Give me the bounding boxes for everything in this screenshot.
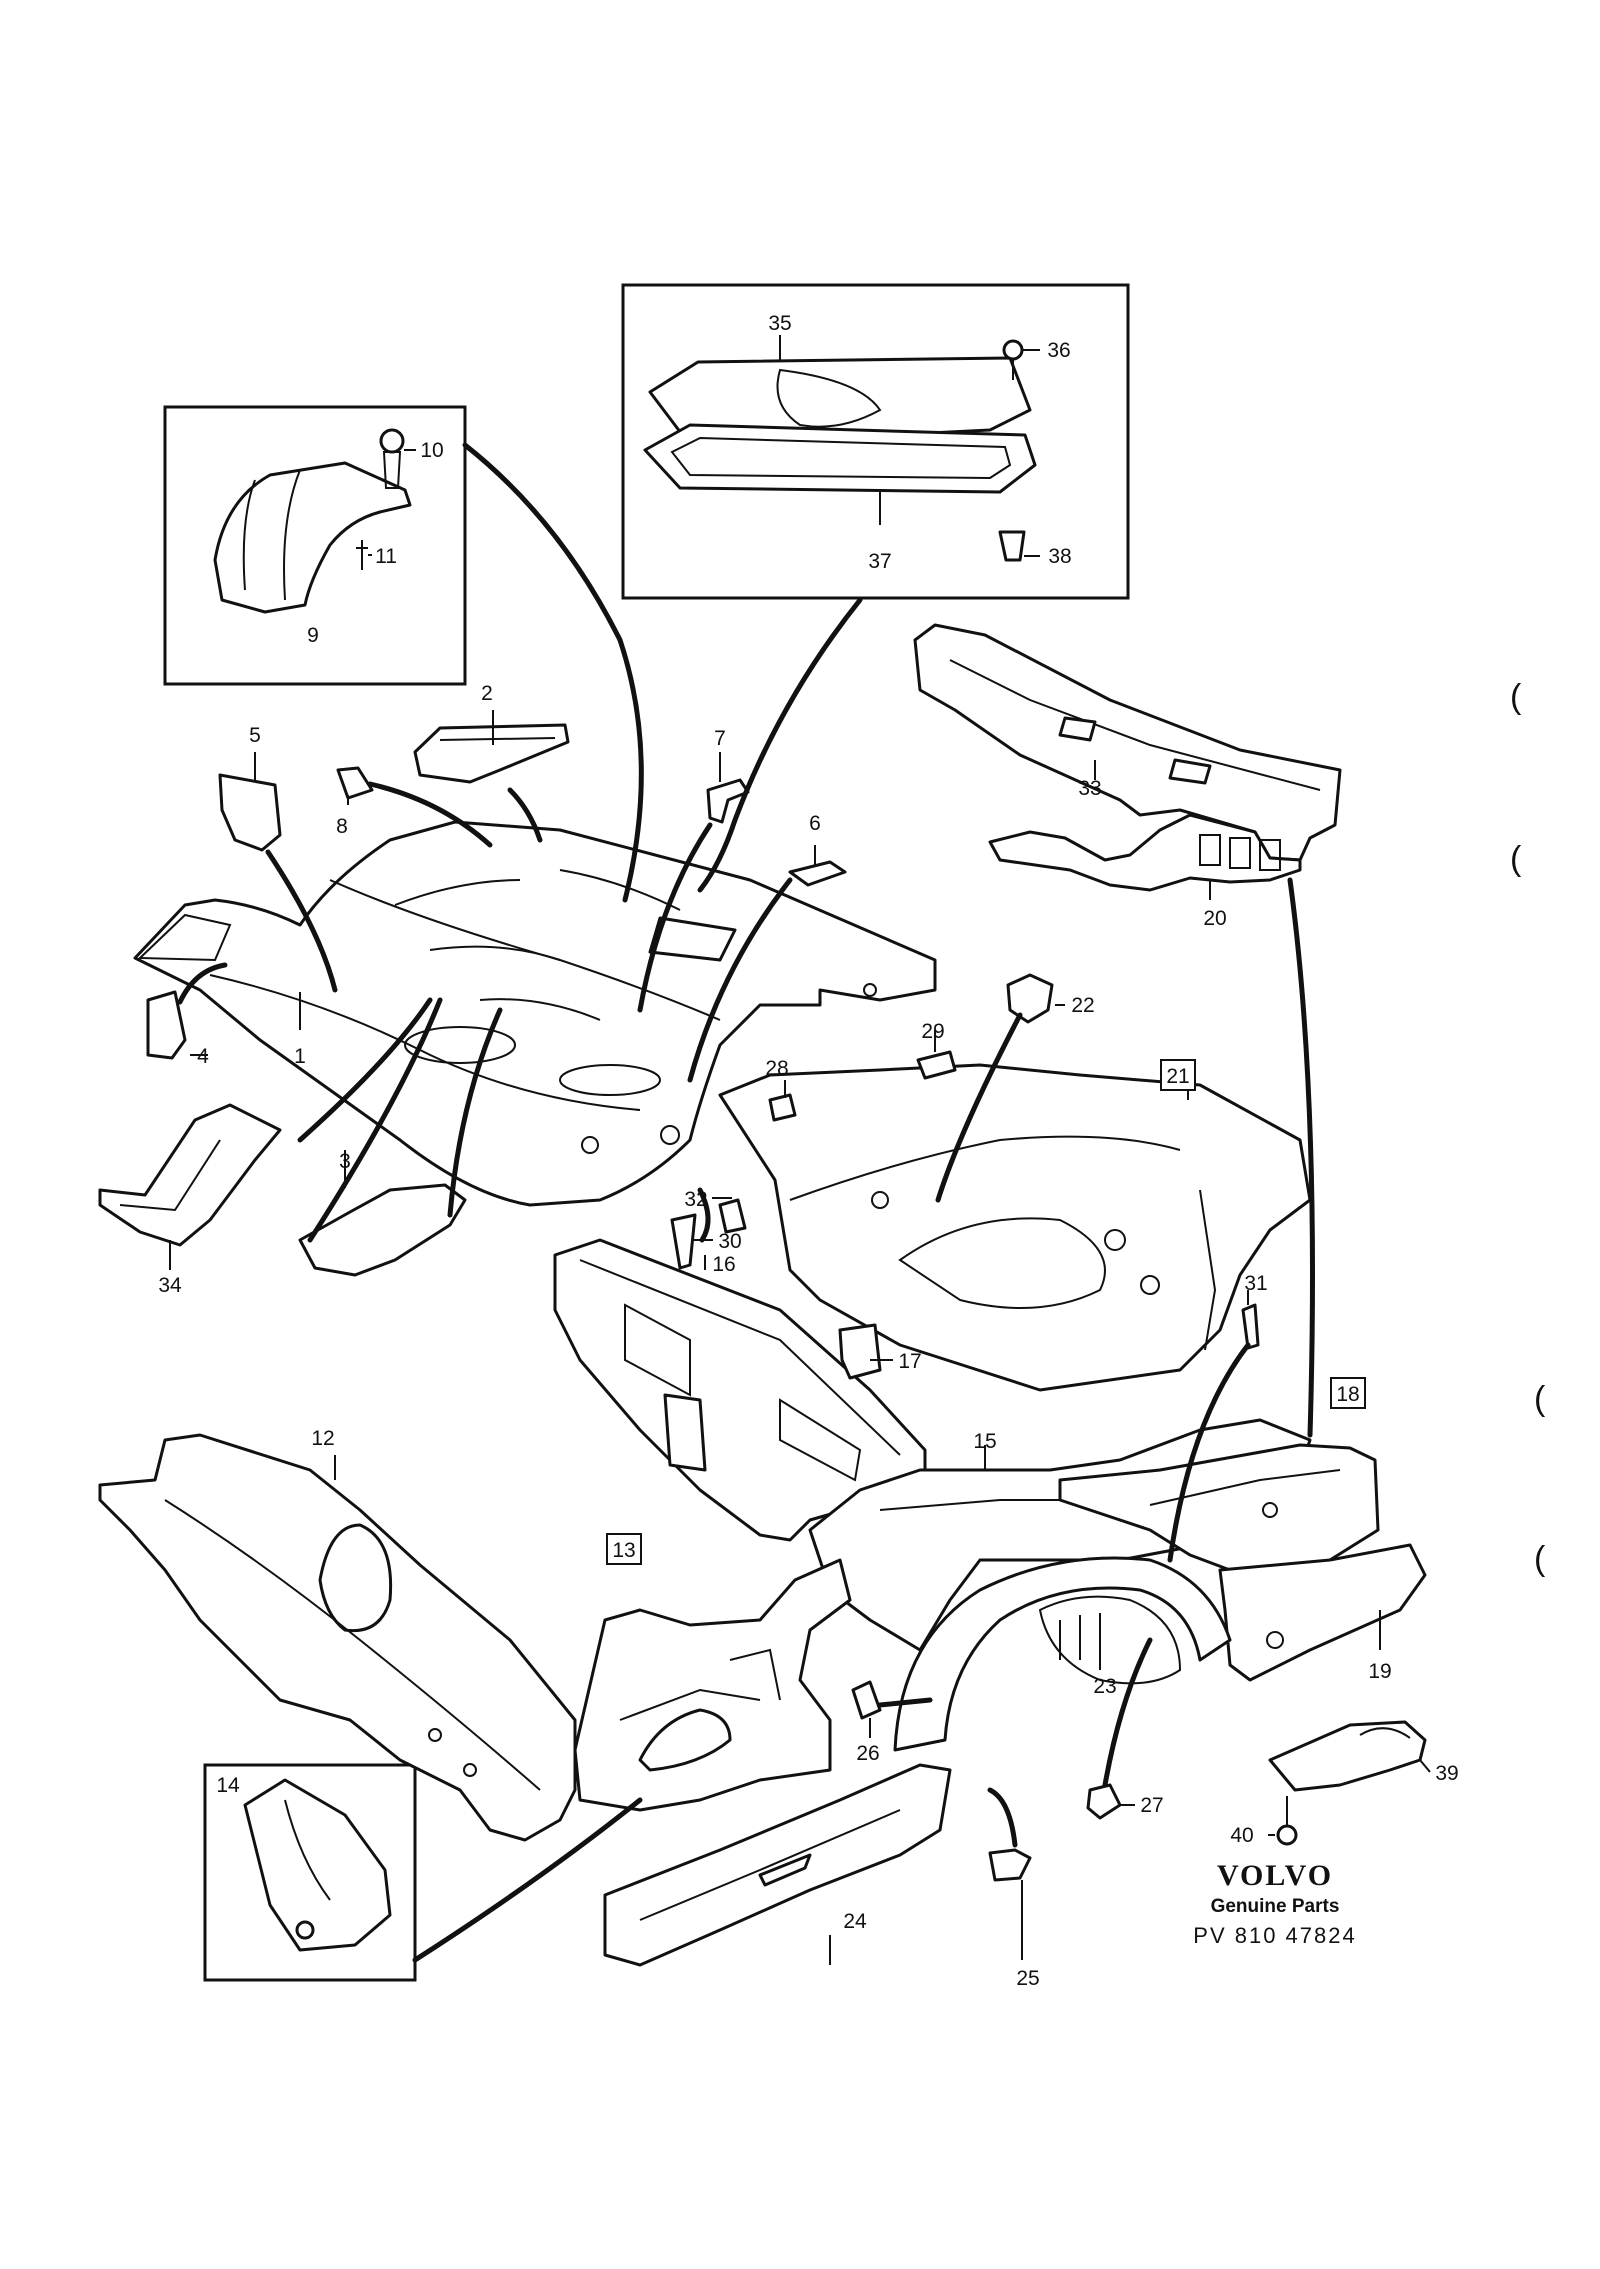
floor-pan-opening: [648, 916, 737, 962]
part-4-bracket: [146, 990, 187, 1060]
part-9-bracket: [213, 461, 412, 614]
callout-26: 26: [856, 1742, 879, 1765]
part-29-clip: [916, 1050, 957, 1080]
callout-6: 6: [809, 812, 821, 835]
part-code: PV 810 47824: [1193, 1923, 1356, 1948]
callout-36: 36: [1047, 339, 1070, 362]
margin-mark: (: [1510, 840, 1522, 878]
margin-marks: ( ( ( (: [1510, 678, 1546, 1578]
callouts: 1 2 3 4 5 6 7 8 9 10 11 12 13 14 15 16 1…: [158, 312, 1458, 1990]
part-8-clip: [336, 766, 374, 800]
part-26-clip: [851, 1680, 882, 1720]
part-3-bracket: [298, 1183, 467, 1277]
part-20-crossmember: [988, 813, 1302, 892]
callout-40: 40: [1230, 1824, 1253, 1847]
margin-mark: (: [1534, 1540, 1546, 1578]
callout-39: 39: [1435, 1762, 1458, 1785]
inset-box-14: [203, 1763, 417, 1982]
callout-16: 16: [712, 1253, 735, 1276]
part-32-clip: [718, 1198, 747, 1234]
callout-33: 33: [1078, 777, 1101, 800]
callout-18-box: 18: [1330, 1377, 1366, 1409]
part-37-gasket: [643, 423, 1037, 494]
callout-9: 9: [307, 624, 319, 647]
branding-block: VOLVO Genuine Parts PV 810 47824: [1193, 1859, 1356, 1948]
part-1-floor-pan: [133, 820, 937, 1207]
callout-17: 17: [898, 1350, 921, 1373]
part-24-sill: [603, 1763, 952, 1967]
part-23-wheel-arch: [893, 1556, 1232, 1752]
callout-35: 35: [768, 312, 791, 335]
part-38-plug: [998, 530, 1026, 562]
part-27-plug: [1086, 1783, 1122, 1820]
callout-1: 1: [294, 1045, 306, 1068]
callout-21: 21: [1166, 1065, 1189, 1088]
callout-4: 4: [197, 1045, 209, 1068]
part-25-plug: [988, 1848, 1032, 1882]
callout-15: 15: [973, 1430, 996, 1453]
part-13-quarter-panel: [573, 1558, 852, 1812]
part-14-reinforcement: [243, 1778, 392, 1952]
callout-24: 24: [843, 1910, 867, 1933]
callout-13-box: 13: [606, 1533, 642, 1565]
callout-28: 28: [765, 1057, 788, 1080]
inset-box-35-38: [621, 283, 1130, 600]
callout-2: 2: [481, 682, 493, 705]
part-28-stop: [768, 1093, 797, 1122]
callout-leaders: [169, 710, 1431, 1965]
callout-11: 11: [375, 545, 397, 568]
callout-32: 32: [684, 1188, 707, 1211]
part-17-bracket: [838, 1323, 882, 1380]
callout-12: 12: [311, 1427, 334, 1450]
part-12-side-member: [98, 1433, 577, 1842]
inset-box-9-11: [163, 405, 467, 686]
brand-tagline: Genuine Parts: [1211, 1896, 1340, 1917]
callout-27: 27: [1140, 1794, 1163, 1817]
callout-37: 37: [868, 550, 891, 573]
callout-20: 20: [1203, 907, 1226, 930]
callout-10: 10: [420, 439, 443, 462]
part-36-screw: [1002, 339, 1024, 361]
callout-34: 34: [158, 1274, 182, 1297]
callout-25: 25: [1016, 1967, 1039, 1990]
callout-8: 8: [336, 815, 348, 838]
part-33-crossmember: [913, 623, 1342, 862]
callout-13: 13: [612, 1539, 635, 1562]
part-31-clip: [1241, 1303, 1260, 1350]
part-2-panel: [413, 723, 570, 784]
part-34-rail: [98, 1103, 282, 1247]
part-30-clip: [670, 1213, 697, 1270]
callout-7: 7: [714, 727, 726, 750]
part-5-bracket: [218, 773, 282, 852]
callout-21-box: 21: [1160, 1059, 1196, 1091]
callout-23: 23: [1093, 1675, 1116, 1698]
part-40-screw: [1276, 1824, 1298, 1846]
callout-14: 14: [216, 1774, 240, 1797]
callout-29: 29: [921, 1020, 944, 1043]
margin-mark: (: [1510, 678, 1522, 716]
margin-mark: (: [1534, 1380, 1546, 1418]
callout-30: 30: [718, 1230, 741, 1253]
callout-5: 5: [249, 724, 261, 747]
callout-31: 31: [1244, 1272, 1267, 1295]
part-7-clip: [706, 778, 750, 824]
leader-lines: [177, 442, 1315, 1963]
part-22-plug: [1006, 973, 1054, 1024]
callout-38: 38: [1048, 545, 1071, 568]
callout-19: 19: [1368, 1660, 1391, 1683]
callout-18: 18: [1336, 1383, 1359, 1406]
callout-22: 22: [1071, 994, 1094, 1017]
volvo-logo: VOLVO: [1217, 1859, 1333, 1892]
callout-3: 3: [339, 1150, 351, 1173]
part-10-bolt: [379, 428, 405, 454]
part-6-clip: [788, 860, 847, 887]
part-16-rear-panel: [553, 1238, 927, 1542]
